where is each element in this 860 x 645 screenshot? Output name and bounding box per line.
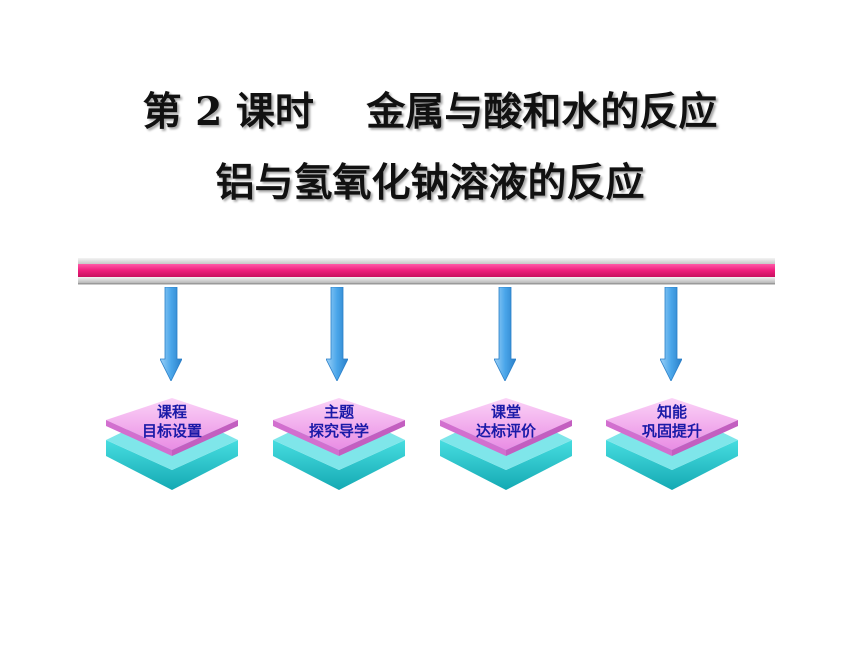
nav-label-line-1: 主题 <box>323 403 354 421</box>
nav-label-line-1: 课堂 <box>490 403 521 421</box>
nav-button-course-goals[interactable]: 课程 目标设置 <box>106 398 238 494</box>
down-arrow-icon <box>660 287 682 381</box>
title-line-2: 铝与氢氧化钠溶液的反应 <box>215 160 645 206</box>
diamond-tile-icon <box>106 398 238 490</box>
page-title: 第 2 课时 金属与酸和水的反应 铝与氢氧化钠溶液的反应 <box>0 88 860 207</box>
nav-label-line-1: 知能 <box>656 403 687 421</box>
diamond-tile-icon <box>273 398 405 490</box>
nav-label-line-2: 目标设置 <box>141 422 202 440</box>
down-arrow-icon <box>326 287 348 381</box>
nav-label-line-2: 达标评价 <box>475 422 536 440</box>
nav-button-topic-inquiry[interactable]: 主题 探究导学 <box>273 398 405 494</box>
nav-button-knowledge-review[interactable]: 知能 巩固提升 <box>606 398 738 494</box>
down-arrow-icon <box>494 287 516 381</box>
diamond-tile-icon <box>440 398 572 490</box>
down-arrow-icon <box>160 287 182 381</box>
nav-label-line-2: 探究导学 <box>308 422 369 440</box>
diamond-tile-icon <box>606 398 738 490</box>
divider-bar <box>78 258 775 286</box>
nav-button-class-assessment[interactable]: 课堂 达标评价 <box>440 398 572 494</box>
title-line-1: 第 2 课时 金属与酸和水的反应 <box>142 89 718 135</box>
nav-label-line-1: 课程 <box>156 403 187 421</box>
nav-label-line-2: 巩固提升 <box>641 422 702 440</box>
